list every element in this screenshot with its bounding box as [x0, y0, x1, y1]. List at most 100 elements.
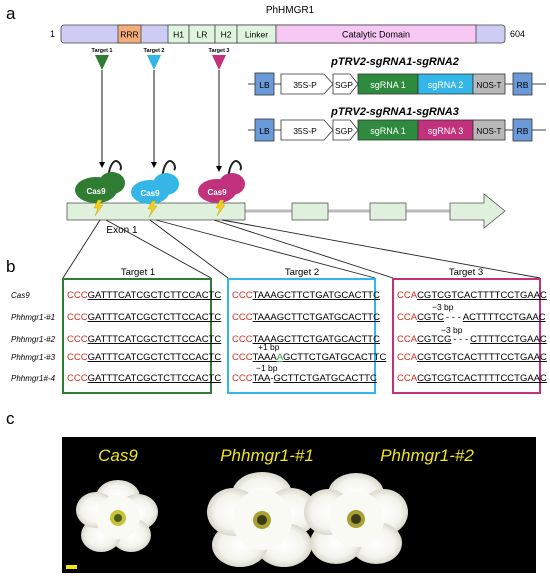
domain-lr-label: LR [197, 30, 208, 40]
domain-linker-label: Linker [245, 30, 268, 40]
t2-row-2: CCCTAAAGCTTCTGATGCACTTC [232, 312, 380, 323]
alignment-box-2 [227, 278, 376, 394]
construct2-nost [472, 119, 506, 141]
target-markers: Target 1 Target 2 Target 3 [92, 48, 230, 172]
construct2-nost-label: NOS-T [477, 127, 502, 136]
flower-photo: Cas9 Phhmgr1-#1 Phhmgr1-#2 [62, 437, 536, 573]
construct2-rb [512, 118, 533, 142]
t2-row-4-note: +1 bp [258, 342, 280, 352]
construct2-title: pTRV2-sgRNA1-sgRNA3 [330, 106, 459, 118]
t3-row-5: CCACGTCGTCACTTTTCCTGAAC [397, 373, 547, 384]
photo-label-mutant1: Phhmgr1-#1 [220, 446, 314, 465]
panel-label-b: b [6, 257, 15, 276]
t2-row-5: CCCTAA-GCTTCTGATGCACTTC [232, 373, 377, 384]
construct2-sgp [332, 119, 359, 141]
construct1-sgp [332, 73, 359, 95]
domain-rrr [117, 24, 142, 44]
construct1-rb-label: RB [517, 80, 529, 90]
construct1-promoter-label: 35S-P [293, 80, 317, 90]
construct1-nost [472, 73, 506, 95]
t2-row-5-note: −1 bp [256, 363, 278, 373]
row-label-2: Phhmgr1-#1 [11, 313, 55, 322]
construct1-sgrna1-label: sgRNA 1 [370, 80, 406, 90]
t3-row-3: CCACGTCG- - -CTTTTCCTGAAC [397, 334, 547, 345]
t2-row-1: CCCTAAAGCTTCTGATGCACTTC [232, 290, 380, 301]
construct2-sgrna3-label: sgRNA 3 [428, 126, 464, 136]
t1-row-5: CCCGATTTCATCGCTCTTCCACTC [67, 373, 221, 384]
target3-label: Target 3 [209, 48, 230, 54]
exon-1-label: Exon 1 [106, 225, 138, 236]
t3-row-1: CCACGTCGTCACTTTTCCTGAAC [397, 290, 547, 301]
t1-row-4: CCCGATTTCATCGCTCTTCCACTC [67, 352, 221, 363]
target2-arrowhead [151, 162, 157, 168]
protein-map: PhHMGR1 1 604 RRR H1 LR H2 Linker Cataly… [50, 5, 525, 44]
construct1-sgrna2-label: sgRNA 2 [428, 80, 464, 90]
alignment-box-3 [392, 278, 541, 394]
construct1-lb [254, 72, 275, 96]
cut-bolt-3 [215, 199, 226, 217]
domain-rrr-label: RRR [120, 30, 138, 40]
alignment-box-1 [62, 278, 212, 394]
target1-label: Target 1 [92, 48, 113, 54]
construct2-sgp-label: SGP [335, 126, 353, 136]
construct2-lb [254, 118, 275, 142]
zoom-connectors [62, 219, 541, 279]
construct1-rb [512, 72, 533, 96]
target3-arrowhead [216, 166, 222, 172]
panel-label-a: a [6, 4, 16, 23]
domain-h1-label: H1 [173, 30, 184, 40]
row-label-1: Cas9 [11, 291, 30, 300]
flower-mutant2 [304, 473, 408, 564]
protein-end: 604 [510, 29, 525, 39]
cut-bolt-2 [147, 200, 158, 218]
t1-row-1: CCCGATTTCATCGCTCTTCCACTC [67, 290, 221, 301]
photo-label-mutant2: Phhmgr1-#2 [380, 446, 474, 465]
cas9-label-1: Cas9 [86, 187, 106, 196]
target1-arrowhead [99, 162, 105, 168]
domain-catalytic-label: Catalytic Domain [342, 30, 410, 40]
t2-row-3: CCCTAAAGCTTCTGATGCACTTC [232, 334, 380, 345]
domain-catalytic [275, 24, 477, 44]
construct2-promoter [280, 119, 334, 141]
row-label-4: Phhmgr1-#3 [11, 353, 56, 362]
gene-model: Exon 1 [66, 193, 506, 236]
cas9-complex-1: Cas9 [75, 160, 125, 217]
alignment-title-3: Target 3 [449, 267, 483, 278]
cut-bolt-1 [93, 199, 104, 217]
target1-triangle [95, 55, 109, 70]
construct2-sgrna1-label: sgRNA 1 [370, 126, 406, 136]
t3-row-4: CCACGTCGTCACTTTTCCTGAAC [397, 352, 547, 363]
row-label-5: Phhmgr1#-4 [11, 374, 56, 383]
construct1-title: pTRV2-sgRNA1-sgRNA2 [330, 56, 459, 68]
domain-h2-label: H2 [221, 30, 232, 40]
flower-mutant1 [207, 472, 317, 567]
target3-triangle [212, 55, 226, 70]
cas9-complex-3: Cas9 [198, 160, 245, 217]
cas9-label-3: Cas9 [207, 188, 227, 197]
cas9-complex-2: Cas9 [131, 160, 179, 218]
t1-row-3: CCCGATTTCATCGCTCTTCCACTC [67, 334, 221, 345]
construct1-sgp-label: SGP [335, 80, 353, 90]
flower-cas9 [76, 480, 158, 552]
alignment-panel: Target 1 Target 2 Target 3 Cas9 Phhmgr1-… [11, 267, 547, 394]
scale-bar [66, 565, 77, 569]
protein-title: PhHMGR1 [266, 5, 315, 16]
t1-row-2: CCCGATTTCATCGCTCTTCCACTC [67, 312, 221, 323]
construct-2: pTRV2-sgRNA1-sgRNA3 LB 35S-P SGP sgRNA 1… [248, 106, 546, 142]
t3-row-2-note: −3 bp [432, 302, 454, 312]
alignment-title-2: Target 2 [285, 267, 319, 278]
alignment-title-1: Target 1 [121, 267, 155, 278]
construct2-promoter-label: 35S-P [293, 126, 317, 136]
construct2-lb-label: LB [259, 126, 270, 136]
construct-1: pTRV2-sgRNA1-sgRNA2 LB 35S-P SGP sgRNA 1… [248, 56, 546, 96]
exon-3 [369, 202, 407, 221]
photo-label-cas9: Cas9 [98, 446, 138, 465]
construct1-lb-label: LB [259, 80, 270, 90]
target2-label: Target 2 [144, 48, 165, 54]
cas9-label-2: Cas9 [140, 189, 160, 198]
row-label-3: Phhmgr1-#2 [11, 335, 56, 344]
construct2-rb-label: RB [517, 126, 529, 136]
protein-start: 1 [50, 29, 55, 39]
target2-triangle [147, 55, 161, 70]
